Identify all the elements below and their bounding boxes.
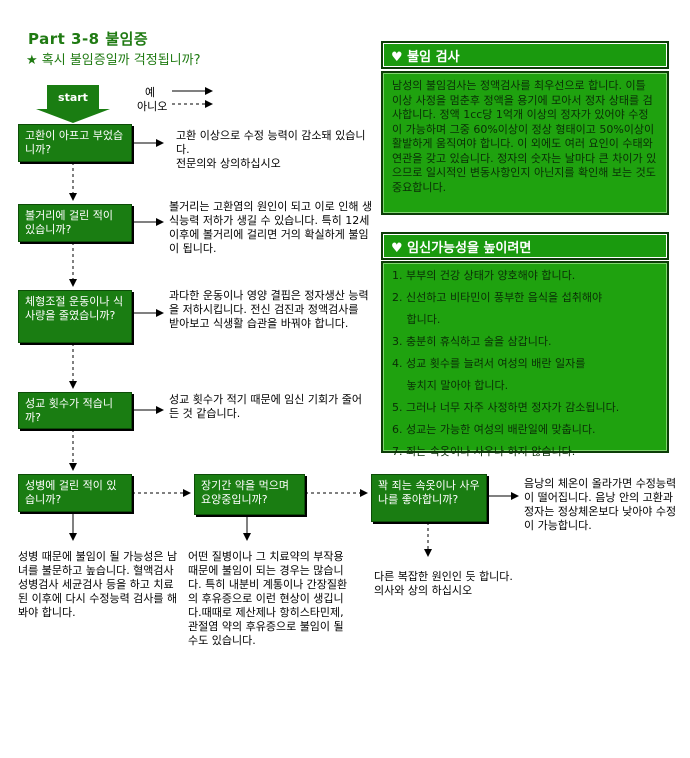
question-intercourse-frequency: 성교 횟수가 적습니까? [18, 392, 132, 429]
legend-no: 아니오 [137, 100, 168, 113]
answer-std: 성병 때문에 불임이 될 가능성은 남녀를 불문하고 높습니다. 혈액검사 성병… [18, 550, 178, 619]
panel-tips-body: 1. 부부의 건강 상태가 양호해야 합니다. 2. 신선하고 비타민이 풍부한… [381, 261, 669, 458]
page-title: Part 3-8 불임증 [28, 30, 149, 48]
question-tight-underwear: 꽉 죄는 속옷이나 사우나를 좋아합니까? [371, 474, 487, 522]
tip-item: 1. 부부의 건강 상태가 양호해야 합니다. [392, 269, 576, 282]
tip-item: 3. 충분히 휴식하고 술을 삼갑니다. [392, 335, 552, 348]
tip-item: 합니다. [392, 313, 441, 326]
panel-tips-title: ♥ 임신가능성을 높이려면 [381, 232, 669, 260]
panel-exam-text: 남성의 불임검사는 정액검사를 최우선으로 합니다. 이틀 이상 사정을 멈춘후… [392, 79, 657, 194]
answer-mumps: 볼거리는 고환염의 원인이 되고 이로 인해 생식능력 저하가 생길 수 있습니… [169, 200, 373, 255]
start-arrow: start [47, 85, 99, 109]
page-subtitle: ★ 혹시 불임증일까 걱정됩니까? [26, 53, 201, 68]
tips-list: 1. 부부의 건강 상태가 양호해야 합니다. 2. 신선하고 비타민이 풍부한… [392, 265, 658, 463]
question-mumps: 볼거리에 걸린 적이 있습니까? [18, 204, 132, 242]
legend-yes: 예 [145, 86, 156, 99]
answer-underwear: 음낭의 체온이 올라가면 수정능력이 떨어집니다. 음낭 안의 고환과 정자는 … [524, 477, 677, 532]
question-text: 꽉 죄는 속옷이나 사우나를 좋아합니까? [378, 479, 480, 506]
answer-testicle: 고환 이상으로 수정 능력이 감소돼 있습니다. 전문의와 상의하십시오 [176, 129, 366, 170]
question-text: 고환이 아프고 부었습니까? [25, 129, 124, 156]
question-text: 성교 횟수가 적습니까? [25, 397, 113, 424]
question-testicle-pain: 고환이 아프고 부었습니까? [18, 124, 132, 162]
tip-item: 놓치지 말아야 합니다. [392, 379, 509, 392]
answer-diet-exercise: 과다한 운동이나 영양 결핍은 정자생산 능력을 저하시킵니다. 전신 검진과 … [169, 289, 369, 330]
answer-medication: 어떤 질병이나 그 치료약의 부작용 때문에 불임이 되는 경우는 많습니다. … [188, 550, 348, 647]
panel-exam-title: ♥ 불임 검사 [381, 41, 669, 69]
question-diet-exercise: 체형조절 운동이나 식사량을 줄였습니까? [18, 290, 132, 343]
tip-item: 2. 신선하고 비타민이 풍부한 음식을 섭취해야 [392, 291, 603, 304]
start-arrow-tip [36, 109, 110, 123]
answer-other-cause: 다른 복잡한 원인인 듯 합니다. 의사와 상의 하십시오 [374, 570, 513, 597]
tip-item: 5. 그러나 너무 자주 사정하면 정자가 감소됩니다. [392, 401, 620, 414]
question-text: 장기간 약을 먹으며 요양중입니까? [201, 479, 289, 506]
panel-exam-body: 남성의 불임검사는 정액검사를 최우선으로 합니다. 이틀 이상 사정을 멈춘후… [381, 71, 669, 215]
tip-item: 6. 성교는 가능한 여성의 배란일에 맞춥니다. [392, 423, 596, 436]
question-long-medication: 장기간 약을 먹으며 요양중입니까? [194, 474, 305, 515]
question-text: 체형조절 운동이나 식사량을 줄였습니까? [25, 295, 124, 322]
answer-intercourse: 성교 횟수가 적기 때문에 임신 기회가 줄어든 것 같습니다. [169, 393, 363, 420]
start-label: start [58, 90, 88, 104]
tip-item: 4. 성교 횟수를 늘려서 여성의 배란 일자를 [392, 357, 586, 370]
question-text: 성병에 걸린 적이 있습니까? [25, 479, 117, 506]
question-std: 성병에 걸린 적이 있습니까? [18, 474, 132, 512]
question-text: 볼거리에 걸린 적이 있습니까? [25, 209, 113, 236]
tip-item: 7. 죄는 속옷이나 사우나 하지 않습니다. [392, 445, 576, 458]
